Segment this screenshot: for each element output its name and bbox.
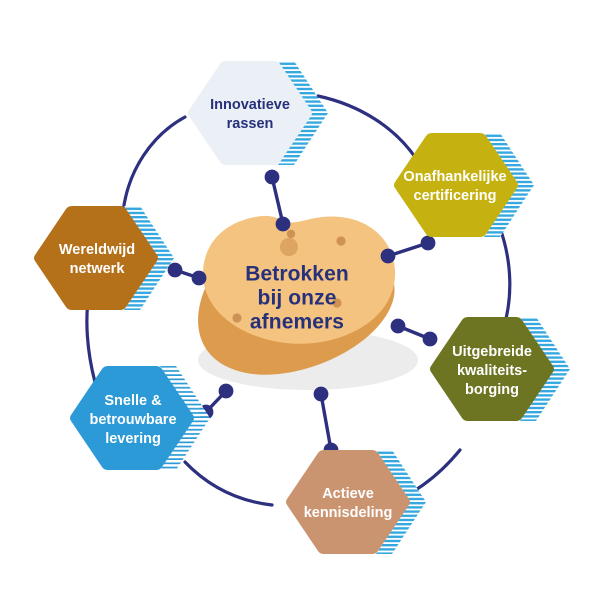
connector-uitgebreide-kwaliteitsborging <box>390 318 438 347</box>
hex-hatch-shadow <box>376 450 426 554</box>
hex-node-snelle-betrouwbare-levering[interactable]: Snelle & betrouwbare levering <box>70 366 210 470</box>
hex-hatch-shadow <box>484 133 534 237</box>
hex-label-line-2: kwaliteits- <box>457 363 527 379</box>
hex-node-onafhankelijke-certificering[interactable]: Onafhankelijke certificering <box>394 133 534 237</box>
arc-onafhankelijke-to-uitgebreide <box>498 226 512 332</box>
hex-label-line-1: Uitgebreide <box>452 344 532 360</box>
hex-body <box>430 317 554 421</box>
hex-label-line-1: Snelle & <box>104 393 162 409</box>
hex-hatch-shadow <box>124 206 174 310</box>
hex-node-actieve-kennisdeling[interactable]: Actieve kennisdeling <box>286 450 426 554</box>
hex-node-innovatieve-rassen[interactable]: Innovatieve rassen <box>188 61 328 165</box>
arc-innovatieve-to-onafhankelijke <box>316 94 419 162</box>
connector-innovatieve-rassen <box>264 169 291 232</box>
hex-body <box>188 61 312 165</box>
connector-actieve-kennisdeling <box>313 386 339 458</box>
hex-label-line-2: certificering <box>414 188 497 204</box>
potato-spot <box>280 238 298 256</box>
hex-node-wereldwijd-netwerk[interactable]: Wereldwijd netwerk <box>34 206 174 310</box>
hex-label-line-1: Actieve <box>322 486 374 502</box>
connector-onafhankelijke-certificering <box>380 235 436 264</box>
potato-spot <box>336 236 346 246</box>
hex-body <box>70 366 194 470</box>
center-label-line-2: bij onze <box>258 287 337 310</box>
hex-label-line-1: Wereldwijd <box>59 242 135 258</box>
hex-label-line-3: levering <box>105 431 161 447</box>
hex-label-line-2: kennisdeling <box>304 505 393 521</box>
hex-label-line-1: Innovatieve <box>210 97 290 113</box>
hex-body <box>394 133 518 237</box>
hex-hatch-shadow <box>520 317 570 421</box>
potato-spot <box>286 229 296 239</box>
center-potato: Betrokken bij onze afnemers <box>198 215 396 375</box>
hex-node-uitgebreide-kwaliteitsborging[interactable]: Uitgebreide kwaliteits- borging <box>430 317 570 421</box>
hex-label-line-1: Onafhankelijke <box>403 169 506 185</box>
potato-body <box>202 215 396 344</box>
connector-wereldwijd-netwerk <box>167 262 207 286</box>
potato-spot <box>332 298 342 308</box>
arc-wereldwijd-to-innovatieve <box>121 115 187 214</box>
hex-label-line-2: rassen <box>227 116 274 132</box>
hex-hatch-shadow <box>160 366 210 470</box>
hex-label-line-2: betrouwbare <box>89 412 176 428</box>
hex-label-line-2: netwerk <box>70 261 126 277</box>
potato-spot <box>232 313 242 323</box>
arc-actieve-to-snelle <box>183 460 274 507</box>
hex-body <box>34 206 158 310</box>
hex-label-line-3: borging <box>465 382 519 398</box>
hex-hatch-shadow <box>278 61 328 165</box>
ring-arcs <box>85 94 512 509</box>
center-label-line-1: Betrokken <box>245 263 349 286</box>
center-label-line-3: afnemers <box>250 311 344 334</box>
hex-body <box>286 450 410 554</box>
